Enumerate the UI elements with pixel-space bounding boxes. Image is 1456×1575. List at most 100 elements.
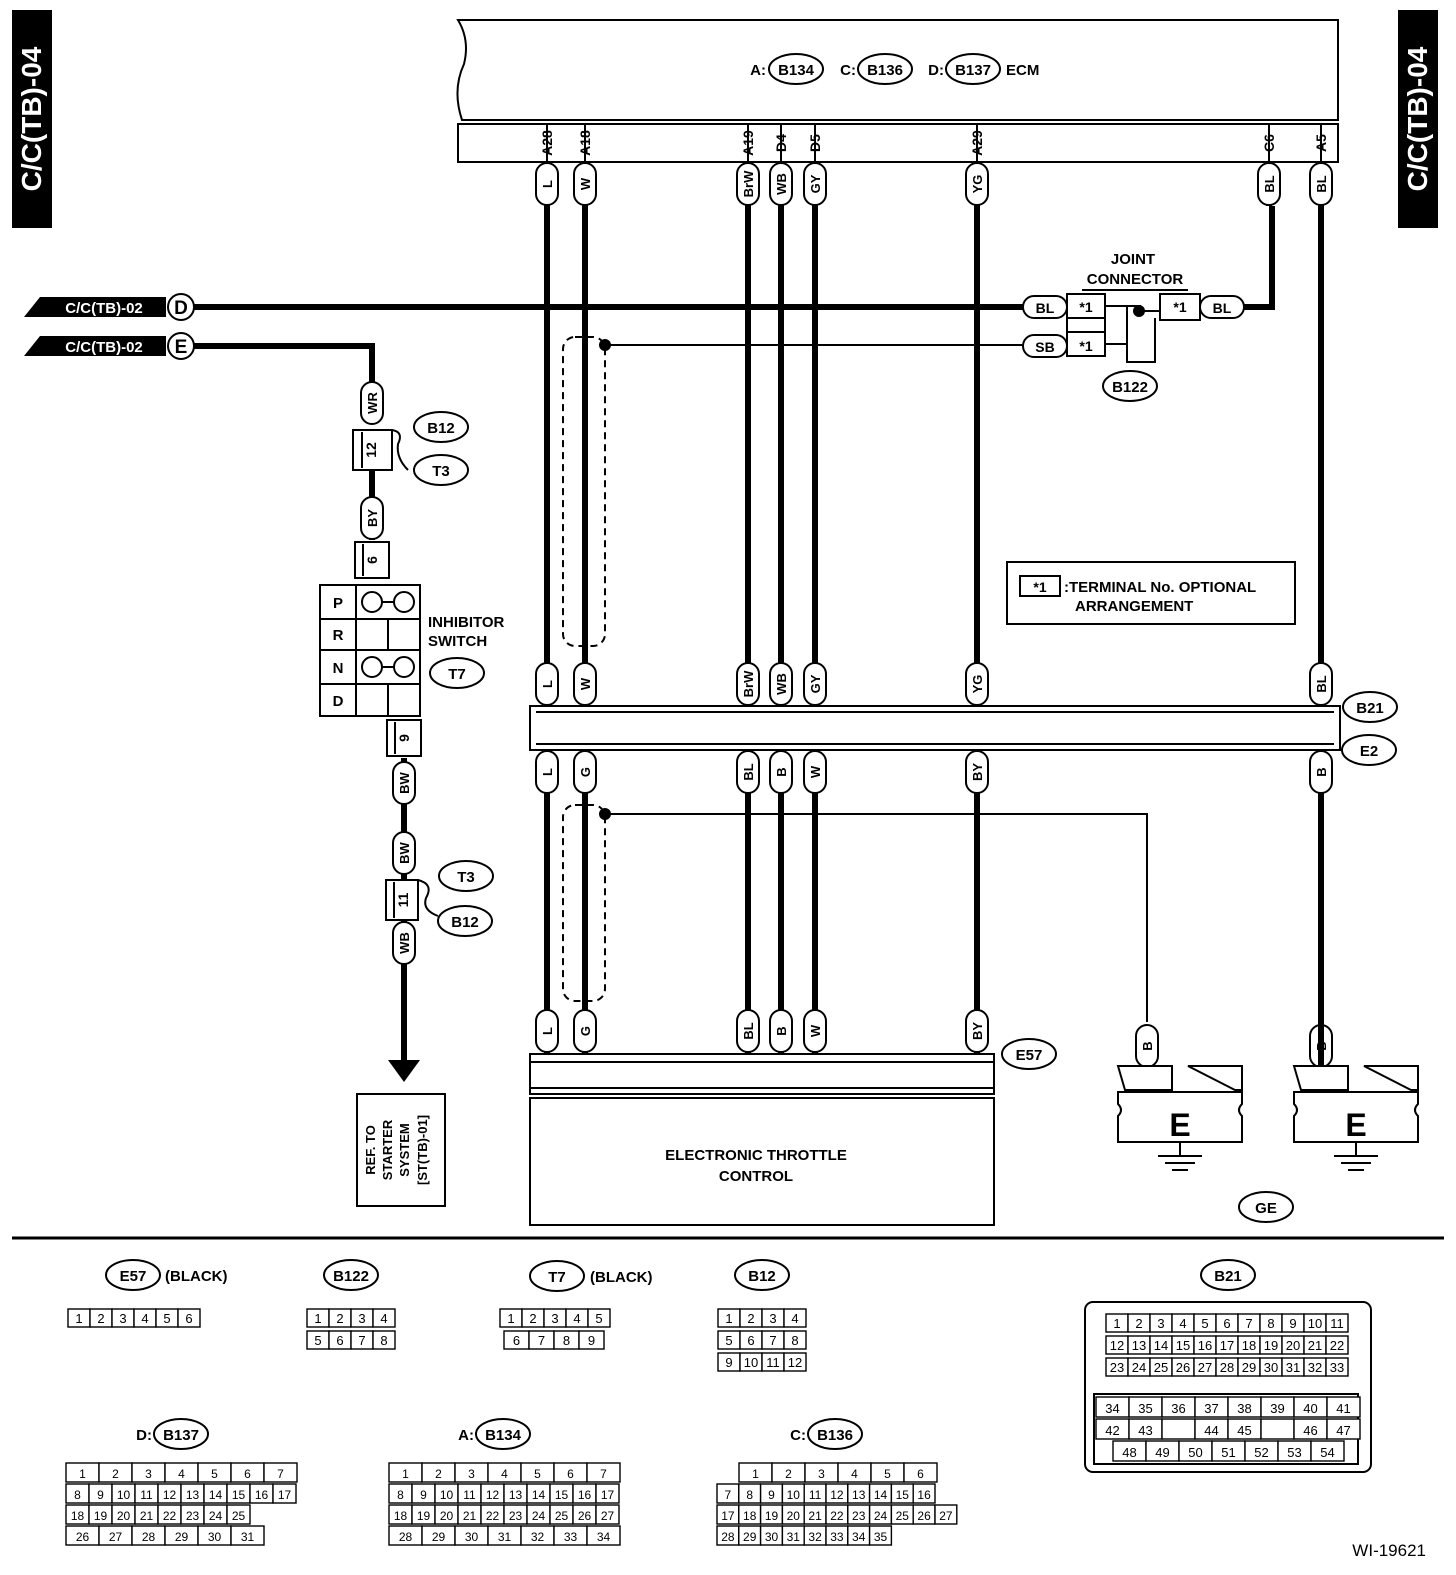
b21-in-color-D5: GY	[808, 674, 823, 693]
face-b21-pin: 49	[1155, 1445, 1169, 1460]
face-b21-pin: 25	[1154, 1360, 1168, 1375]
face-b136-pin: 8	[746, 1488, 753, 1502]
face-b134-pin: 11	[463, 1488, 476, 1502]
face-b21-pin: 20	[1286, 1338, 1300, 1353]
inhibitor-pin-top: 6	[364, 556, 380, 564]
etc-color-A19: BL	[741, 1022, 756, 1039]
face-b21-pin: 15	[1176, 1338, 1190, 1353]
wire-color-A19-pill	[736, 162, 760, 206]
face-e57-pin: 6	[185, 1311, 192, 1326]
ground-letter: E	[1345, 1107, 1366, 1143]
inhibitor-color-bw2: BW	[397, 841, 412, 863]
face-b136-pin: 19	[765, 1509, 779, 1523]
face-b134-pin: 29	[432, 1530, 446, 1544]
face-b12-pin: 10	[744, 1355, 758, 1370]
joint-star-right: *1	[1173, 299, 1186, 315]
face-b136-pin: 17	[721, 1509, 735, 1523]
face-b137-pin: 30	[208, 1530, 222, 1544]
inhibitor-color-bw1: BW	[397, 771, 412, 793]
pos-p: P	[333, 595, 343, 612]
b12-top-label: B12	[427, 420, 455, 437]
face-b137-pin: 9	[97, 1488, 104, 1502]
face-b136-pin: 7	[725, 1488, 732, 1502]
face-b137-pin: 29	[175, 1530, 189, 1544]
face-b134-cell	[595, 1483, 620, 1504]
joint-wire-d-color: BL	[1036, 300, 1055, 316]
face-b134-pin: 3	[468, 1467, 475, 1481]
face-b21-pin: 36	[1171, 1401, 1185, 1416]
etc-color-A19-pill	[736, 1009, 760, 1053]
face-b136-pin: 24	[874, 1509, 888, 1523]
face-b134-cell	[586, 1525, 621, 1546]
face-b12-pin: 12	[788, 1355, 802, 1370]
face-b21-pin: 1	[1113, 1316, 1120, 1331]
shield-upper	[562, 336, 606, 647]
face-b21-pin: 21	[1308, 1338, 1322, 1353]
face-b136-pin: 10	[787, 1488, 801, 1502]
face-b134-pin: 6	[567, 1467, 574, 1481]
pos-r: R	[333, 627, 344, 644]
etc-line2: CONTROL	[719, 1168, 793, 1185]
face-e57-pin: 3	[119, 1311, 126, 1326]
face-b21-pin: 44	[1204, 1423, 1218, 1438]
face-t7-pin: 3	[551, 1311, 558, 1326]
left-tab-label: C/C(TB)-04	[16, 46, 47, 191]
wire-color-A29: YG	[970, 175, 985, 194]
face-b134-pin: 26	[578, 1509, 592, 1523]
face-b136-cell	[934, 1504, 958, 1525]
face-b136-id: B136	[817, 1427, 853, 1444]
face-b12-cell	[783, 1308, 807, 1328]
face-b136-pin: 30	[765, 1530, 779, 1544]
b21-in-color-A19: BrW	[741, 670, 756, 697]
ground-color-shield: B	[1140, 1041, 1155, 1050]
t7-label: T7	[448, 666, 466, 683]
face-t7-cell	[587, 1308, 611, 1328]
wire-color-c6-pill	[1257, 162, 1281, 206]
face-b137-pin: 31	[241, 1530, 255, 1544]
face-b122-pin: 5	[314, 1333, 321, 1348]
face-b12-cell	[783, 1352, 807, 1372]
etc-color-D4: B	[774, 1026, 789, 1035]
b21-e2-connector: B21 E2	[529, 691, 1398, 766]
ge-label: GE	[1255, 1200, 1277, 1217]
face-e57-note: (BLACK)	[165, 1268, 227, 1285]
face-b21-pin: 34	[1105, 1401, 1119, 1416]
face-b21-pin: 53	[1287, 1445, 1301, 1460]
wire-color-c6: BL	[1262, 175, 1277, 192]
face-b21-pin: 45	[1237, 1423, 1251, 1438]
etc-color-A18-pill	[573, 1009, 597, 1053]
legend-line2: ARRANGEMENT	[1075, 598, 1193, 615]
face-b136-pin: 20	[787, 1509, 801, 1523]
face-b134-pin: 34	[597, 1530, 611, 1544]
ecm-connector-d: B137	[955, 62, 991, 79]
ref-line-2: STARTER	[380, 1119, 395, 1180]
face-b134-pin: 21	[463, 1509, 477, 1523]
face-b134-pin: 13	[509, 1488, 523, 1502]
face-e57-oval	[105, 1259, 161, 1291]
face-b21-pin: 10	[1308, 1316, 1322, 1331]
ref-line-4: [ST(TB)-01]	[415, 1115, 430, 1185]
face-b12-id: B12	[748, 1268, 776, 1285]
face-b137-cell	[226, 1504, 251, 1525]
wire-color-A29-pill	[965, 162, 989, 206]
face-b21-pin: 32	[1308, 1360, 1322, 1375]
face-b122-pin: 3	[358, 1311, 365, 1326]
b21-in-color-A28: L	[540, 680, 555, 688]
ecm-box: A: B134 C: B136 D: B137 ECM	[456, 19, 1339, 163]
ecm-connector-a: B134	[778, 62, 815, 79]
wire-color-D5-pill	[803, 162, 827, 206]
face-t7-pin: 5	[595, 1311, 602, 1326]
face-b21-pin: 5	[1201, 1316, 1208, 1331]
ecm-prefix-c: C:	[840, 62, 856, 79]
face-b21-pin: 30	[1264, 1360, 1278, 1375]
face-b136-pin: 1	[752, 1467, 759, 1481]
face-b137-pin: 1	[79, 1467, 86, 1481]
face-b134-id: B134	[485, 1427, 522, 1444]
face-b122-pin: 6	[336, 1333, 343, 1348]
legend-star: *1	[1033, 579, 1046, 595]
face-b21-pin: 14	[1154, 1338, 1168, 1353]
